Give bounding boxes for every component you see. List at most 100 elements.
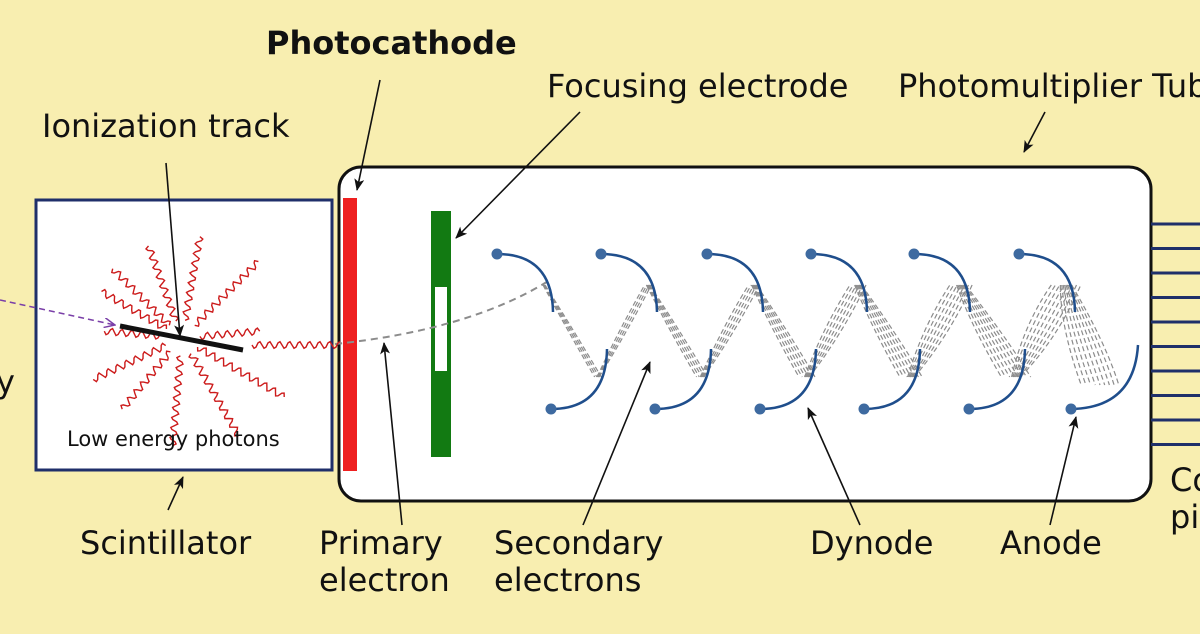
photon-wave	[188, 353, 239, 437]
anode-tip	[1065, 403, 1077, 415]
dynode-arc	[759, 348, 818, 411]
electron-path	[910, 284, 962, 378]
electron-path	[857, 284, 912, 378]
dynode-arc	[654, 348, 713, 411]
electron-path	[596, 284, 646, 378]
electron-path	[543, 284, 598, 378]
arrow-focusing-electrode	[455, 111, 581, 239]
electron-path	[956, 284, 1002, 378]
dynode-tip	[908, 248, 920, 260]
secondary-electron-paths	[542, 284, 1120, 386]
electron-path	[1064, 284, 1096, 386]
electron-path	[645, 284, 698, 378]
electron-path	[962, 284, 1023, 378]
dynode-tip	[701, 248, 713, 260]
anode-arc	[1070, 344, 1140, 411]
dynode-tip	[595, 248, 607, 260]
focusing-electrode-label: Focusing electrode	[547, 67, 849, 105]
electron-path	[805, 284, 857, 378]
electron-path	[701, 284, 755, 378]
photon-wave	[196, 346, 285, 398]
electron-path	[909, 284, 958, 378]
dynode-tip	[491, 248, 503, 260]
electron-path	[856, 284, 908, 378]
pointer-arrows	[165, 79, 1079, 526]
dynode-array	[491, 248, 1140, 415]
anode-label: Anode	[1000, 524, 1102, 562]
electron-path	[804, 284, 851, 378]
electron-path	[1059, 284, 1082, 386]
scintillator-label: Scintillator	[80, 524, 252, 562]
dynode-tip	[963, 403, 975, 415]
electron-path	[597, 284, 648, 378]
electron-path	[855, 284, 905, 378]
photon-wave	[110, 268, 172, 326]
electron-path	[912, 284, 969, 378]
primary-electron-path	[334, 279, 551, 345]
electron-path	[957, 284, 1007, 378]
focusing-electrode-slot	[435, 287, 447, 371]
electron-path	[1012, 284, 1057, 378]
electron-path	[1071, 284, 1120, 386]
dynode-arc	[496, 252, 555, 313]
electron-path	[700, 284, 752, 378]
secondary-electrons-line1: Secondary	[494, 524, 664, 562]
photon-wave	[199, 327, 261, 341]
connector-pins-line1: Co	[1170, 461, 1200, 499]
electron-path	[1066, 284, 1106, 386]
photocathode-plate	[343, 198, 357, 471]
arrow-ionization-track	[165, 162, 185, 337]
connector-pins-label: Co pi	[1170, 462, 1200, 536]
electron-path	[597, 284, 650, 378]
electron-path	[751, 284, 800, 378]
dynode-arc	[913, 252, 972, 313]
secondary-electrons-label: Secondary electrons	[494, 525, 663, 599]
dynode-tip	[754, 403, 766, 415]
connector-pins-line2: pi	[1170, 497, 1200, 536]
primary-electron-line2: electron	[319, 560, 450, 599]
photon-wave	[251, 340, 341, 350]
dynode-arc	[600, 252, 659, 313]
electron-path	[542, 284, 596, 378]
electron-path	[1014, 284, 1065, 378]
photomultiplier-tube-body	[337, 165, 1153, 503]
low-energy-photons-label: Low energy photons	[67, 427, 280, 451]
electron-path	[908, 284, 955, 378]
electron-path	[1061, 284, 1087, 386]
electron-path	[963, 284, 1028, 378]
dynode-arc	[863, 348, 922, 411]
dynode-arc	[1018, 252, 1077, 313]
primary-electron-line1: Primary	[319, 524, 443, 562]
dynode-tip	[805, 248, 817, 260]
photon-wave	[92, 342, 167, 383]
photon-wave	[120, 350, 171, 410]
secondary-electrons-line2: electrons	[494, 560, 642, 599]
electron-path	[1062, 284, 1092, 386]
electron-path	[752, 284, 803, 378]
dynode-tip	[1013, 248, 1025, 260]
dynode-tip	[649, 403, 661, 415]
arrow-secondary-electrons	[582, 361, 651, 526]
arrow-primary-electron	[380, 342, 403, 526]
photomultiplier-tube-label: Photomultiplier Tube	[898, 67, 1200, 105]
dynode-arc	[706, 252, 765, 313]
photon-wave	[169, 355, 184, 447]
primary-electron-label: Primary electron	[319, 525, 450, 599]
electron-path	[854, 284, 901, 378]
dynode-label: Dynode	[810, 524, 934, 562]
ionization-track	[119, 323, 244, 353]
electron-path	[1069, 284, 1115, 386]
electron-path	[805, 284, 854, 378]
dynode-arc	[968, 348, 1027, 411]
dynode-tip	[858, 403, 870, 415]
arrow-photocathode	[354, 79, 381, 191]
electron-path	[699, 284, 750, 378]
photon-wave	[145, 245, 180, 322]
photon-wave	[101, 288, 168, 329]
photon-wave	[194, 259, 259, 328]
electron-path	[958, 284, 1011, 378]
dynode-tip	[545, 403, 557, 415]
electron-path	[1011, 284, 1052, 378]
